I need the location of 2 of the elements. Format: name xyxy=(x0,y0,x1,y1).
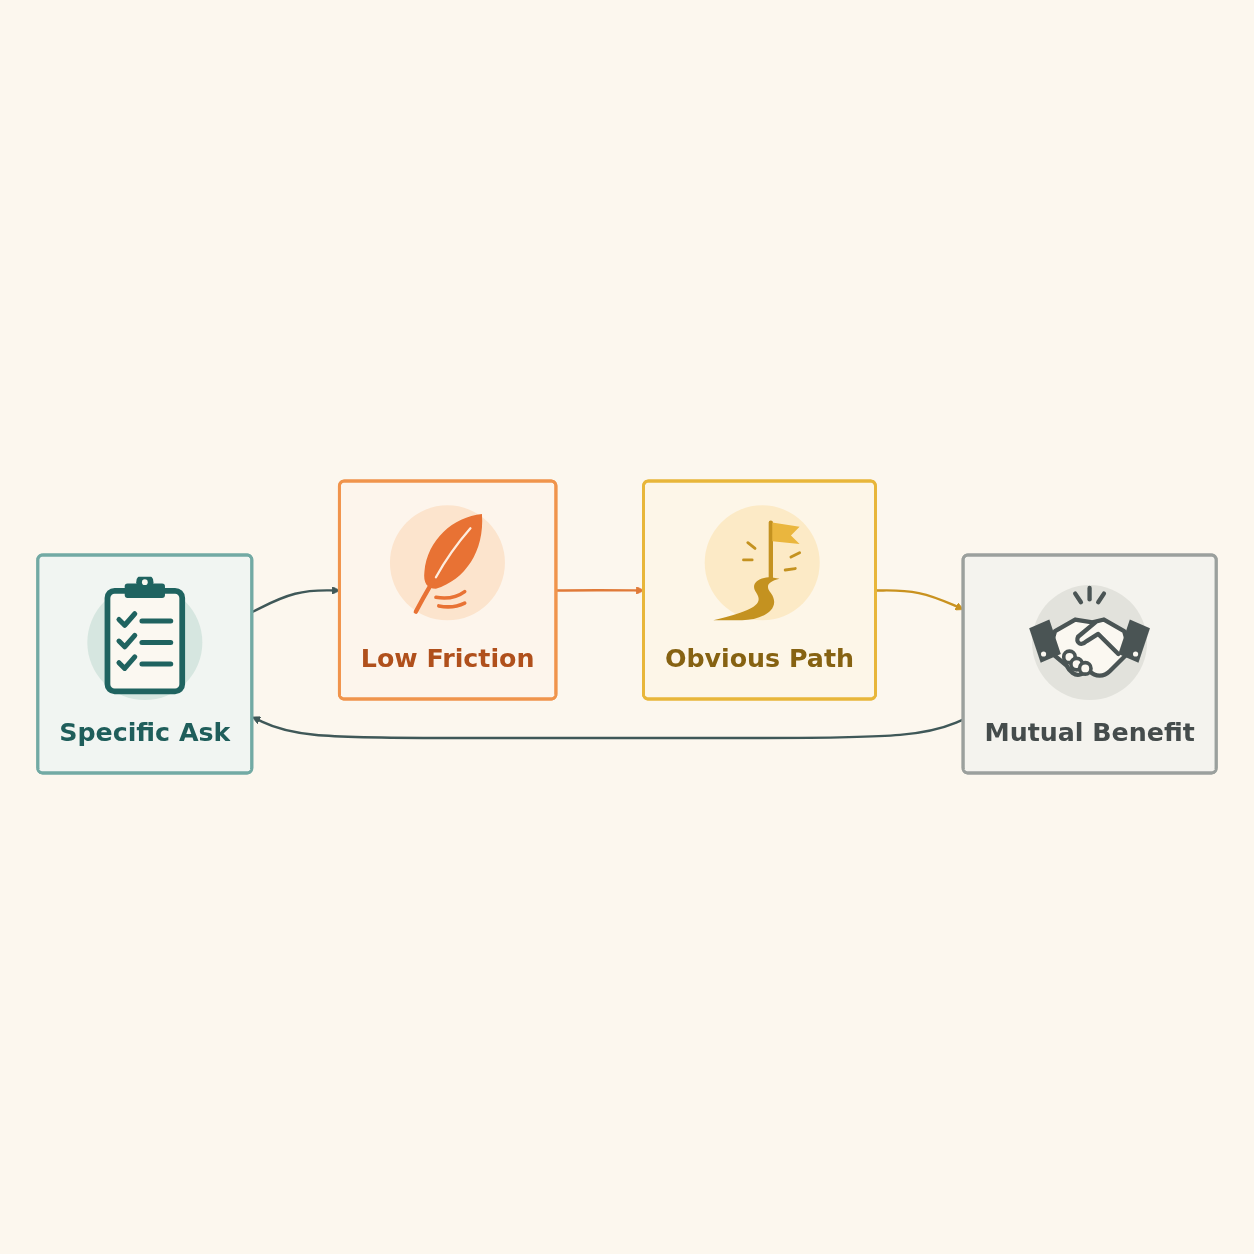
arrow xyxy=(251,716,964,740)
arrow xyxy=(875,589,964,611)
